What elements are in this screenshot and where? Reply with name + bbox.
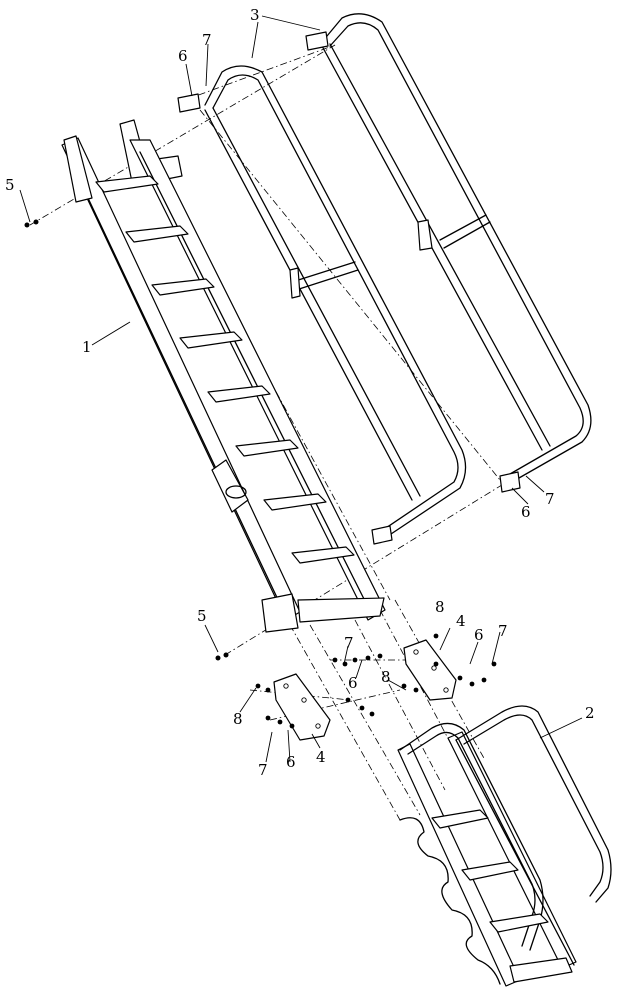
main-stair-treads (95, 175, 355, 564)
callout-7: 7 (545, 490, 555, 508)
callout-3: 3 (250, 6, 260, 24)
callout-6: 6 (178, 47, 188, 65)
upper-handrail-left (177, 65, 467, 545)
callout-6: 6 (348, 674, 358, 692)
upper-handrail-right (305, 13, 592, 493)
callout-4: 4 (316, 748, 326, 766)
callout-5: 5 (197, 607, 207, 625)
leader-lines (19, 15, 583, 763)
callout-8: 8 (435, 598, 445, 616)
callout-6: 6 (474, 626, 484, 644)
callout-6: 6 (521, 503, 531, 521)
callout-7: 7 (498, 622, 508, 640)
lower-stair-assembly (397, 705, 612, 987)
callout-7: 7 (344, 634, 354, 652)
connector-plate-right (403, 639, 457, 701)
assembly-centerlines (29, 44, 511, 821)
callout-6: 6 (286, 753, 296, 771)
callout-4: 4 (456, 612, 466, 630)
callout-5: 5 (5, 176, 15, 194)
callout-7: 7 (202, 31, 212, 49)
callout-8: 8 (233, 710, 243, 728)
callout-8: 8 (381, 668, 391, 686)
hardware-fasteners (24, 219, 497, 729)
connector-plate-left (273, 673, 331, 741)
callout-1: 1 (82, 338, 92, 356)
callout-7: 7 (258, 761, 268, 779)
callout-labels: 1 2 3 4 4 5 5 6 6 6 6 6 7 7 7 7 7 8 8 8 (5, 6, 595, 779)
callout-2: 2 (585, 704, 595, 722)
